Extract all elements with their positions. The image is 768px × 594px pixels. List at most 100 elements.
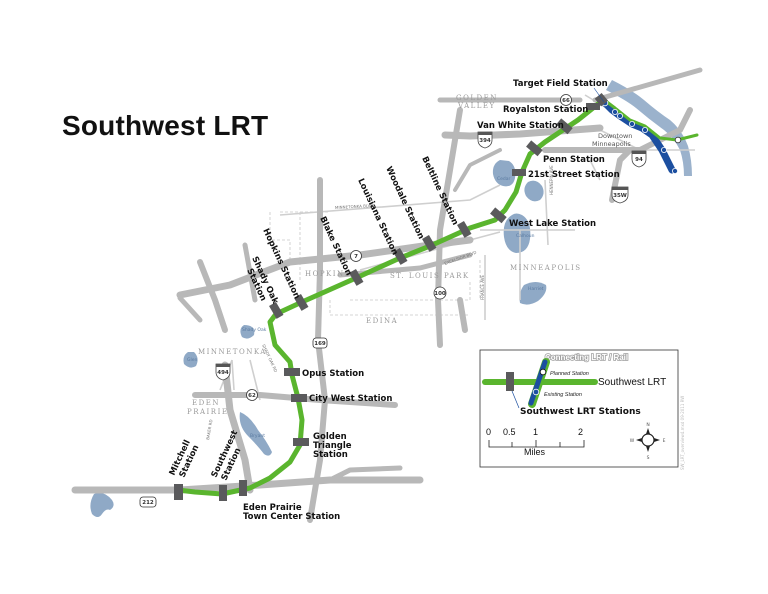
station-marker-hopkins[interactable] [294, 293, 309, 311]
label-golden-2: Triangle [313, 441, 352, 451]
label-golden-3: Station [313, 450, 348, 460]
svg-text:35W: 35W [613, 193, 627, 199]
station-marker-shady-oak[interactable] [269, 301, 284, 319]
station-marker-beltline[interactable] [457, 220, 472, 238]
mississippi-river [606, 80, 692, 176]
svg-text:0: 0 [486, 427, 491, 437]
svg-text:Minneapolis: Minneapolis [592, 140, 631, 148]
station-marker-southwest[interactable] [219, 485, 227, 501]
lake-cedar [492, 160, 516, 187]
legend-stations-label: Southwest LRT Stations [520, 407, 641, 417]
shield-i94: 94 [631, 150, 647, 168]
svg-text:BAKER RD: BAKER RD [205, 419, 213, 440]
station-marker-blake[interactable] [349, 268, 364, 286]
svg-text:0.5: 0.5 [503, 427, 516, 437]
station-marker-eden-prairie-tc[interactable] [239, 480, 247, 496]
station-marker-target-field[interactable] [594, 92, 609, 107]
svg-text:Miles: Miles [524, 447, 546, 457]
svg-text:EDINA: EDINA [366, 317, 398, 325]
lake-glen [183, 352, 198, 368]
map-credit: SW_LRT_overview4.mxd 09-2011 RW [680, 396, 685, 470]
map-title: Southwest LRT [62, 110, 269, 141]
svg-text:MINNEAPOLIS: MINNEAPOLIS [510, 264, 582, 272]
shield-i494: 494 [215, 363, 231, 381]
svg-text:GOLDEN: GOLDEN [456, 94, 498, 102]
svg-text:VALLEY: VALLEY [457, 102, 496, 110]
map-legend: Connecting LRT / Rail Planned Station Ex… [479, 349, 679, 468]
svg-text:ST. LOUIS PARK: ST. LOUIS PARK [390, 272, 470, 280]
station-marker-woodale[interactable] [422, 234, 437, 252]
lake-labels: Calhoun Harriet Cedar Shady Oak Glen Bry… [187, 176, 544, 439]
svg-text:Harriet: Harriet [528, 286, 544, 292]
svg-text:EDEN: EDEN [192, 399, 220, 407]
label-opus: Opus Station [302, 369, 364, 379]
svg-text:Shady Oak: Shady Oak [242, 327, 267, 333]
svg-text:Cedar: Cedar [497, 176, 511, 182]
lake-bryant [239, 412, 272, 456]
lake-isles [524, 180, 544, 202]
station-markers [174, 92, 609, 501]
lake-shady-oak [240, 325, 255, 339]
label-royalston: Royalston Station [503, 105, 588, 115]
svg-text:2: 2 [578, 427, 583, 437]
label-target-field: Target Field Station [513, 79, 608, 89]
station-marker-mitchell[interactable] [174, 484, 183, 500]
svg-text:N: N [646, 422, 649, 428]
svg-text:1: 1 [533, 427, 538, 437]
label-penn: Penn Station [543, 155, 605, 165]
svg-text:62: 62 [248, 393, 256, 399]
svg-text:EXCELSIOR BLVD: EXCELSIOR BLVD [444, 250, 477, 266]
legend-line-label: Southwest LRT [598, 377, 666, 388]
svg-text:E: E [663, 438, 666, 444]
label-van-white: Van White Station [477, 121, 564, 131]
shield-i35w: 35W [611, 186, 629, 204]
shield-hwy66: 66 [560, 94, 572, 106]
station-marker-west-lake[interactable] [490, 207, 507, 224]
shield-hwy62: 62 [246, 389, 258, 401]
svg-text:Planned Station: Planned Station [550, 371, 589, 377]
svg-text:Glen: Glen [187, 357, 198, 363]
svg-text:Existing Station: Existing Station [544, 392, 582, 398]
lake-calhoun [503, 213, 531, 253]
station-marker-penn[interactable] [526, 140, 543, 157]
label-epc-1: Eden Prairie [243, 503, 302, 513]
svg-text:S: S [647, 455, 650, 461]
station-marker-royalston[interactable] [586, 103, 600, 110]
shield-i394: 394 [477, 131, 493, 149]
scale-bar: 0 0.5 1 2 Miles [486, 427, 585, 457]
svg-text:394: 394 [479, 138, 491, 144]
shield-hwy7: 7 [350, 250, 362, 262]
lake-southwest [90, 492, 114, 517]
svg-text:Downtown: Downtown [598, 132, 632, 140]
svg-text:W: W [630, 438, 635, 444]
svg-text:FRANCE AVE: FRANCE AVE [480, 275, 485, 300]
shield-hwy100: 100 [433, 286, 447, 300]
label-epc-2: Town Center Station [243, 512, 340, 522]
shield-us212: 212 [139, 496, 157, 508]
label-21st: 21st Street Station [528, 170, 620, 180]
svg-text:66: 66 [562, 98, 570, 104]
station-marker-louisiana[interactable] [393, 247, 408, 265]
svg-text:494: 494 [217, 370, 229, 376]
svg-text:MINNETONKA: MINNETONKA [198, 348, 267, 356]
svg-text:PRAIRIE: PRAIRIE [187, 408, 228, 416]
water-bodies [90, 80, 692, 517]
compass-rose: N S E W [630, 422, 666, 461]
svg-text:Calhoun: Calhoun [516, 233, 535, 239]
station-marker-opus[interactable] [284, 368, 300, 376]
label-golden-1: Golden [313, 432, 347, 442]
label-city-west: City West Station [309, 394, 392, 404]
station-marker-van-white[interactable] [556, 118, 573, 135]
highway-shields: 394 94 35W 494 7 100 66 [139, 94, 647, 508]
svg-text:169: 169 [314, 341, 326, 347]
station-marker-city-west[interactable] [291, 394, 307, 402]
legend-connecting-label: Connecting LRT / Rail [545, 353, 628, 362]
svg-text:100: 100 [434, 291, 446, 297]
svg-text:7: 7 [354, 254, 358, 260]
station-marker-21st[interactable] [512, 169, 526, 176]
lake-harriet [519, 282, 547, 305]
svg-text:Bryant: Bryant [250, 433, 265, 439]
svg-text:HENNEPIN AVE: HENNEPIN AVE [549, 165, 554, 195]
station-marker-golden-triangle[interactable] [293, 438, 309, 446]
place-labels: GOLDEN VALLEY Downtown Minneapolis HOPKI… [187, 94, 632, 416]
